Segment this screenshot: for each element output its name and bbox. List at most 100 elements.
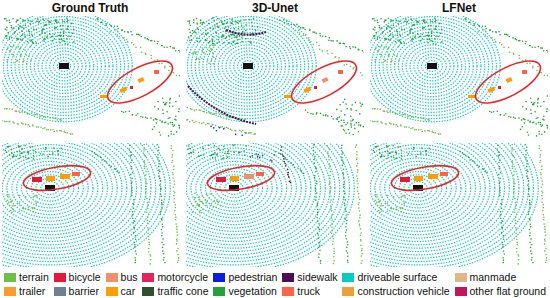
- legend-label: other flat ground: [470, 285, 546, 297]
- scan-ring: [2, 151, 103, 224]
- legend-item: bus: [106, 271, 138, 283]
- legend-label: trailer: [19, 285, 45, 297]
- scan-ring: [196, 161, 272, 214]
- legend-swatch: [282, 287, 294, 296]
- scan-ring: [372, 17, 493, 116]
- legend-swatch: [142, 273, 154, 282]
- highlight-ellipse: [390, 161, 461, 194]
- points: [211, 126, 246, 135]
- scan-ring: [238, 57, 259, 74]
- points: [7, 46, 31, 64]
- scan-ring: [2, 143, 141, 252]
- points: [281, 147, 290, 182]
- object: [440, 172, 448, 176]
- points: [373, 146, 429, 159]
- legend-swatch: [213, 287, 225, 296]
- points: [375, 46, 399, 64]
- points: [5, 18, 74, 44]
- scan-ring: [370, 148, 476, 228]
- column-header: LFNet: [442, 1, 476, 15]
- scan-ring: [42, 48, 86, 84]
- scan-ring: [2, 143, 151, 258]
- scan-ring: [370, 145, 480, 232]
- points: [188, 18, 258, 44]
- legend-swatch: [106, 287, 118, 296]
- points: [370, 121, 440, 134]
- points: [92, 152, 119, 173]
- legend-item: truck: [282, 285, 320, 297]
- scan-ring: [2, 148, 108, 228]
- sidewalk-points: [188, 86, 256, 124]
- scan-ring: [191, 158, 277, 218]
- points: [377, 149, 410, 158]
- scan-ring: [370, 155, 466, 222]
- object: [428, 174, 438, 179]
- points: [250, 154, 274, 161]
- scan-ring: [19, 29, 109, 103]
- points: [313, 144, 320, 263]
- scan-ring: [186, 16, 316, 122]
- scan-ring: [214, 39, 281, 94]
- legend-label: car: [121, 285, 136, 297]
- points: [194, 149, 229, 157]
- points: [512, 145, 519, 264]
- points: [129, 145, 136, 262]
- object: [32, 177, 42, 182]
- scan-ring: [11, 23, 117, 109]
- scan-ring: [186, 155, 282, 222]
- legend-swatch: [455, 273, 467, 282]
- legend-label: traffic cone: [157, 285, 208, 297]
- highlight-ellipse: [286, 53, 363, 112]
- points: [478, 30, 547, 76]
- scan-ring: [222, 45, 274, 87]
- scan-ring: [186, 143, 349, 267]
- object: [244, 174, 254, 179]
- point-cloud: [370, 143, 547, 267]
- legend-label: motorcycle: [157, 271, 208, 283]
- scan-ring: [241, 61, 254, 72]
- legend-item: sidewalk: [282, 271, 337, 283]
- object: [72, 172, 80, 176]
- points: [373, 18, 442, 44]
- scan-ring: [41, 182, 59, 195]
- points: [157, 145, 165, 263]
- scan-ring: [370, 143, 509, 252]
- legend-swatch: [342, 287, 354, 296]
- points: [337, 99, 363, 134]
- scan-ring: [370, 16, 500, 122]
- points: [2, 121, 72, 134]
- scan-ring: [186, 143, 301, 235]
- points: [280, 20, 364, 52]
- object: [130, 86, 133, 89]
- object: [216, 177, 226, 182]
- legend-swatch: [455, 287, 467, 296]
- scan-ring: [387, 29, 477, 103]
- points: [539, 146, 546, 263]
- scan-ring: [402, 42, 461, 91]
- legend-label: driveable surface: [357, 271, 437, 283]
- legend-swatch: [213, 273, 225, 282]
- legend-item: bicycle: [54, 271, 101, 283]
- scan-ring: [186, 143, 345, 265]
- points: [460, 152, 487, 173]
- point-cloud: [2, 143, 179, 267]
- scan-ring: [186, 145, 296, 232]
- point-cloud: [186, 143, 362, 267]
- scan-ring: [2, 143, 122, 238]
- legend-swatch: [142, 287, 154, 296]
- point-cloud: [186, 16, 364, 135]
- scan-ring: [225, 182, 243, 195]
- scan-ring: [54, 57, 75, 74]
- object: [522, 70, 527, 74]
- scan-ring: [7, 158, 93, 218]
- scan-ring: [2, 155, 98, 222]
- legend-item: other flat ground: [455, 285, 546, 297]
- legend-label: manmade: [470, 271, 517, 283]
- legend-swatch: [342, 273, 354, 282]
- legend-item: motorcycle: [142, 271, 208, 283]
- ego-car: [243, 63, 253, 69]
- scan-ring: [226, 48, 270, 84]
- sidewalk-points: [226, 30, 266, 35]
- scan-ring: [191, 20, 304, 113]
